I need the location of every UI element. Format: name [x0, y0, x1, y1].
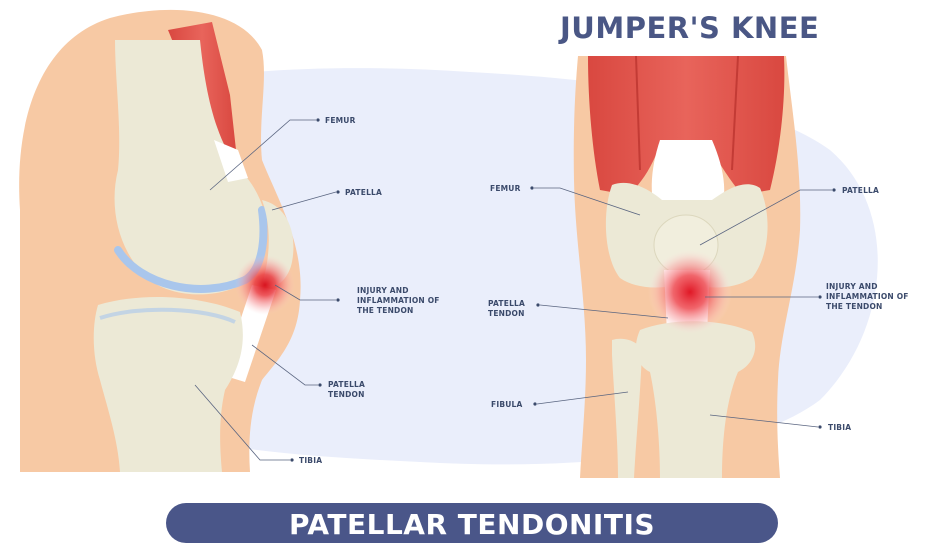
svg-text:TENDON: TENDON: [488, 309, 525, 318]
svg-text:PATELLA: PATELLA: [488, 299, 525, 308]
svg-text:FEMUR: FEMUR: [325, 116, 356, 125]
banner-title: PATELLAR TENDONITIS: [289, 508, 655, 541]
svg-text:FIBULA: FIBULA: [491, 400, 523, 409]
front-view-knee: [574, 56, 801, 478]
svg-text:PATELLA: PATELLA: [345, 188, 382, 197]
title-banner: PATELLAR TENDONITIS: [166, 503, 778, 543]
svg-text:PATELLA: PATELLA: [328, 380, 365, 389]
svg-text:TIBIA: TIBIA: [828, 423, 851, 432]
svg-text:THE TENDON: THE TENDON: [357, 306, 414, 315]
front-inflammation: [648, 250, 732, 334]
svg-text:PATELLA: PATELLA: [842, 186, 879, 195]
svg-text:FEMUR: FEMUR: [490, 184, 521, 193]
svg-text:TIBIA: TIBIA: [299, 456, 322, 465]
svg-text:INFLAMMATION OF: INFLAMMATION OF: [357, 296, 440, 305]
svg-text:INJURY AND: INJURY AND: [826, 282, 878, 291]
svg-text:TENDON: TENDON: [328, 390, 365, 399]
side-inflammation: [235, 255, 295, 315]
svg-text:THE TENDON: THE TENDON: [826, 302, 883, 311]
svg-text:INFLAMMATION OF: INFLAMMATION OF: [826, 292, 909, 301]
page-title: JUMPER'S KNEE: [558, 11, 819, 45]
svg-text:INJURY AND: INJURY AND: [357, 286, 409, 295]
